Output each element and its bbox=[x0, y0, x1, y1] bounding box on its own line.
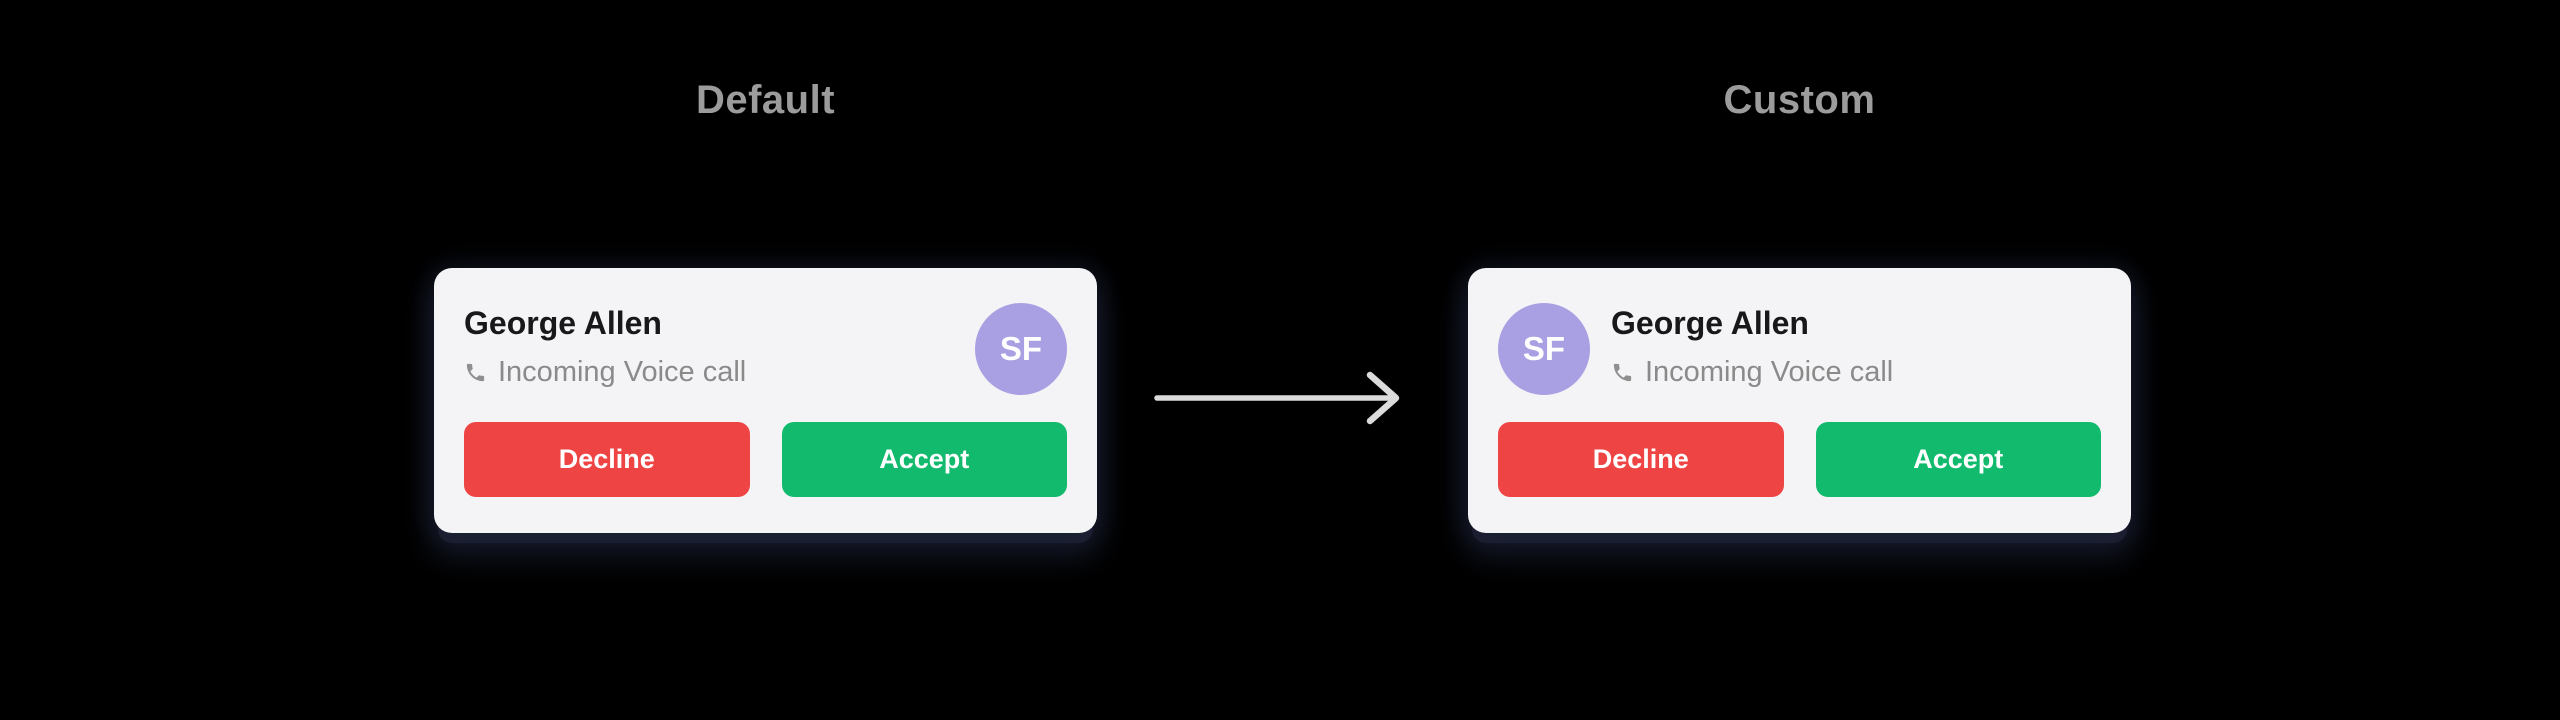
accept-button[interactable]: Accept bbox=[1815, 422, 2101, 497]
call-status-text: Incoming Voice call bbox=[1645, 356, 1894, 388]
phone-receiver-icon bbox=[1611, 361, 1634, 384]
incoming-call-card-custom: SF George Allen Incoming Voice call Decl… bbox=[1468, 268, 2131, 533]
section-label-custom: Custom bbox=[1723, 78, 1876, 122]
caller-info: George Allen Incoming Voice call bbox=[464, 300, 975, 388]
caller-info: George Allen Incoming Voice call bbox=[1611, 300, 1893, 388]
decline-button[interactable]: Decline bbox=[464, 422, 750, 497]
avatar-initials: SF bbox=[1522, 330, 1566, 367]
call-card-header: SF George Allen Incoming Voice call bbox=[1498, 300, 2101, 395]
call-actions-row: Decline Accept bbox=[464, 422, 1067, 497]
call-status-text: Incoming Voice call bbox=[498, 356, 747, 388]
call-status-row: Incoming Voice call bbox=[464, 356, 975, 388]
avatar: SF bbox=[1498, 303, 1590, 395]
incoming-call-card-default: George Allen Incoming Voice call SF Decl… bbox=[434, 268, 1097, 533]
section-label-default: Default bbox=[695, 78, 836, 122]
caller-name: George Allen bbox=[1611, 305, 1809, 341]
right-arrow-icon bbox=[1154, 371, 1400, 425]
call-actions-row: Decline Accept bbox=[1498, 422, 2101, 497]
call-status-row: Incoming Voice call bbox=[1611, 356, 1893, 388]
accept-button[interactable]: Accept bbox=[781, 422, 1067, 497]
avatar: SF bbox=[975, 303, 1067, 395]
caller-name: George Allen bbox=[464, 305, 662, 341]
avatar-initials: SF bbox=[999, 330, 1043, 367]
decline-button[interactable]: Decline bbox=[1498, 422, 1784, 497]
call-card-header: George Allen Incoming Voice call SF bbox=[464, 300, 1067, 395]
phone-receiver-icon bbox=[464, 361, 487, 384]
